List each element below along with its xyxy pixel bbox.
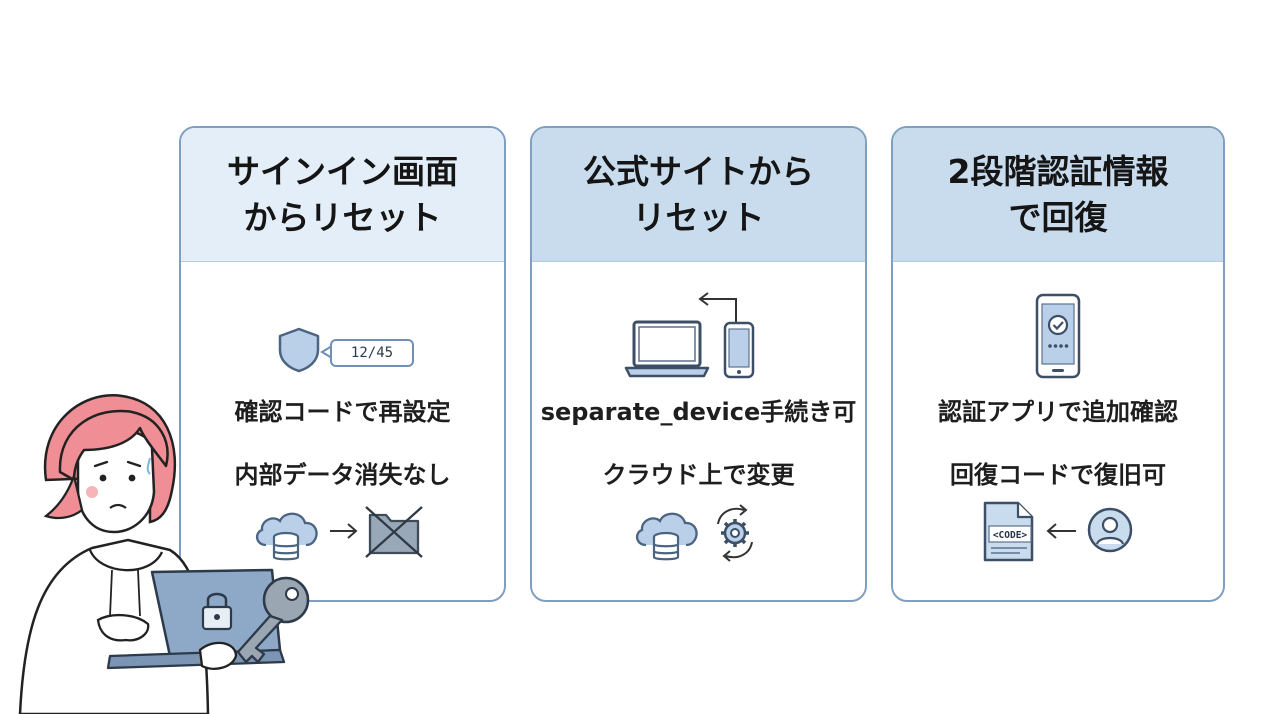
shield-icon <box>278 327 320 373</box>
cloud-database-icon <box>635 512 698 561</box>
item-no-data-loss: 内部データ消失なし <box>234 461 451 489</box>
phone-icon <box>723 321 755 379</box>
transfer-arrow-icon <box>698 292 737 323</box>
lock-icon <box>201 592 233 631</box>
speech-pointer-icon <box>320 345 333 359</box>
code-file-icon: <CODE> <box>983 501 1034 562</box>
item-authenticator-app: 認証アプリで追加確認 <box>938 398 1178 426</box>
laptop-icon <box>624 320 710 378</box>
item-recovery-code: 回復コードで復旧可 <box>950 461 1166 489</box>
key-icon <box>236 576 310 664</box>
code-label: <CODE> <box>993 530 1028 541</box>
cloud-database-icon <box>255 512 318 561</box>
card-title: 公式サイトから リセット <box>583 151 814 237</box>
sync-gear-icon <box>717 504 753 562</box>
authenticator-phone-icon <box>1035 293 1081 379</box>
item-reset-with-code: 確認コードで再設定 <box>234 398 451 426</box>
card-title: サインイン画面 からリセット <box>227 151 458 237</box>
worried-user-illustration <box>18 394 310 714</box>
card-header: サインイン画面 からリセット <box>181 128 504 262</box>
card-header: 2段階認証情報 で回復 <box>893 128 1223 262</box>
card-official-site-reset: 公式サイトから リセット <box>530 126 867 602</box>
card-header: 公式サイトから リセット <box>532 128 865 262</box>
card-signin-reset: サインイン画面 からリセット <box>179 126 506 602</box>
user-icon <box>1087 507 1133 553</box>
broken-folder-icon <box>365 506 423 558</box>
item-separate-device: separate_device手続き可 <box>540 398 857 426</box>
arrow-right-icon <box>330 523 358 539</box>
arrow-left-icon <box>1046 523 1076 539</box>
item-change-on-cloud: クラウド上で変更 <box>602 461 795 489</box>
verification-code-chip: 12/45 <box>330 339 414 367</box>
card-title: 2段階認証情報 で回復 <box>947 151 1169 237</box>
